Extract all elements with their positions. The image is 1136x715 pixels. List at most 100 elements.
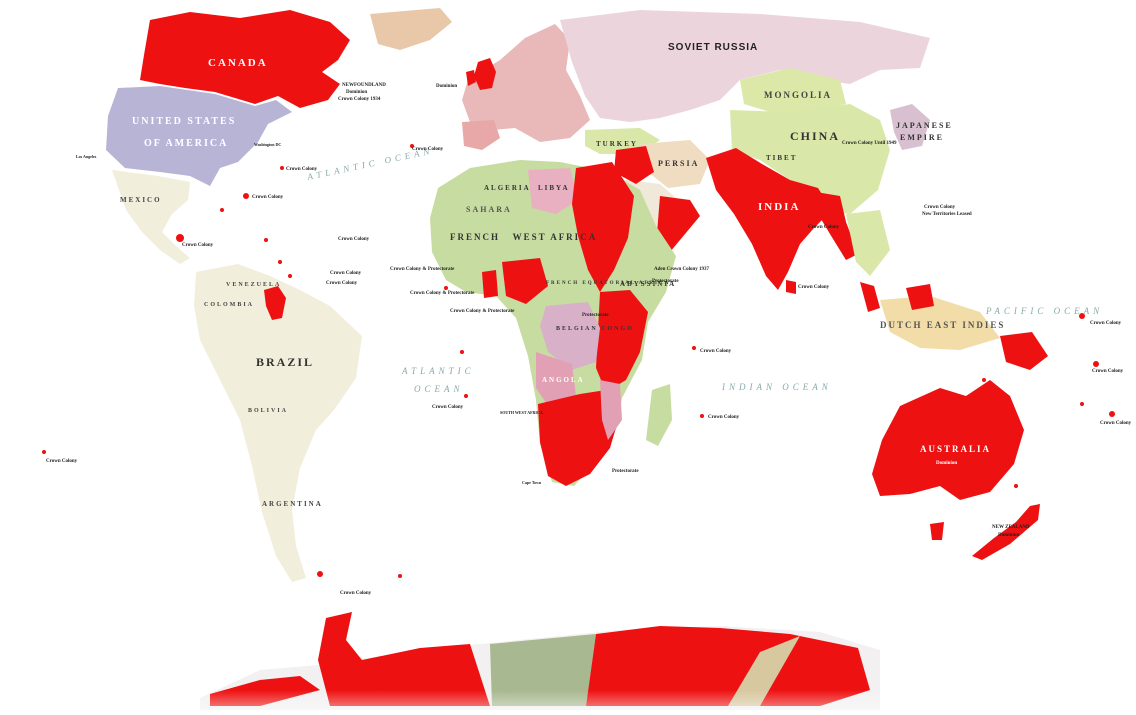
- malaya-region: [860, 282, 880, 312]
- annotation-cc-hk2: Crown Colony: [924, 205, 956, 210]
- annotation-cc-gibraltar: Crown Colony: [412, 147, 444, 152]
- greenland-region: [370, 8, 452, 50]
- annotation-los-angeles: Los Angeles: [76, 154, 97, 159]
- label-india: INDIA: [758, 201, 800, 213]
- label-brazil: BRAZIL: [256, 355, 314, 369]
- annotation-dominion-nz: Dominion: [998, 533, 1019, 538]
- annotation-ccp-sierra: Crown Colony & Protectorate: [410, 291, 475, 296]
- china-region: [730, 104, 890, 214]
- annotation-cc-pacific-s: Crown Colony: [1100, 421, 1132, 426]
- bottom-fade: [0, 690, 1136, 715]
- label-atlantic-south-1: ATLANTIC: [401, 366, 475, 376]
- label-turkey: TURKEY: [596, 140, 638, 148]
- annotation-newfoundland-1: NEWFOUNDLAND: [342, 83, 386, 88]
- label-mongolia: MONGOLIA: [764, 90, 832, 100]
- iberia-region: [462, 120, 500, 150]
- annotation-cc-pitcairn: Crown Colony: [46, 459, 78, 464]
- antarctica-british-east: [586, 626, 870, 706]
- annotation-dominion-au: Dominion: [936, 461, 957, 466]
- label-sahara: SAHARA: [466, 205, 512, 214]
- usa-region: [106, 86, 292, 186]
- ireland-region: [466, 70, 476, 86]
- island-territories: [42, 144, 1115, 578]
- mozambique-region: [600, 380, 622, 440]
- mexico-region: [112, 170, 190, 264]
- label-atlantic-south-2: OCEAN: [414, 384, 464, 394]
- annotation-cc-jamaica: Crown Colony: [182, 243, 214, 248]
- annotation-cc-hongkong: Crown Colony Until 1949: [842, 141, 897, 146]
- annotation-cc-bahamas: Crown Colony: [252, 195, 284, 200]
- label-usa-2: OF AMERICA: [144, 138, 228, 149]
- annotation-cc-mauritius: Crown Colony: [708, 415, 740, 420]
- label-japanese-empire-1: JAPANESE: [896, 121, 953, 130]
- annotation-newfoundland-3: Crown Colony 1934: [338, 97, 381, 102]
- new-zealand-region: [972, 504, 1040, 560]
- nigeria-region: [502, 258, 548, 304]
- libya-region: [528, 168, 578, 214]
- label-belgian-congo: BELGIAN CONGO: [556, 326, 634, 332]
- annotation-protectorate-kenya: Protectorate: [652, 279, 679, 284]
- annotation-cc-falklands: Crown Colony: [340, 591, 372, 596]
- south-america-region: [194, 264, 362, 582]
- gold-coast-region: [482, 270, 498, 298]
- burma-region: [816, 192, 858, 260]
- label-china: CHINA: [790, 129, 840, 143]
- east-africa-region: [596, 290, 648, 392]
- label-angola: ANGOLA: [542, 376, 585, 384]
- annotation-cc-bermuda: Crown Colony: [286, 167, 318, 172]
- annotation-nz-label: NEW ZEALAND: [992, 525, 1030, 530]
- annotation-cape-town: Cape Town: [522, 480, 542, 485]
- annotation-cc-ascension: Crown Colony: [432, 405, 464, 410]
- canada-region: [140, 10, 350, 108]
- mongolia-region: [740, 68, 846, 112]
- label-canada: CANADA: [208, 57, 268, 69]
- annotation-cc-fiji: Crown Colony: [1092, 369, 1124, 374]
- annotation-cc-seychelles: Crown Colony: [700, 349, 732, 354]
- india-region: [706, 148, 832, 290]
- indochina-region: [846, 210, 890, 276]
- tasmania-region: [930, 522, 944, 540]
- annotation-cc-guiana: Crown Colony: [326, 281, 358, 286]
- borneo-british-region: [906, 284, 934, 310]
- label-french-equatorial-africa: FRENCH EQUATORIAL AFRICA: [546, 281, 670, 286]
- annotation-ccp-gold: Crown Colony & Protectorate: [450, 309, 515, 314]
- label-argentina: ARGENTINA: [262, 500, 323, 508]
- label-soviet-russia: SOVIET RUSSIA: [668, 42, 758, 53]
- annotation-aden: Aden Crown Colony 1937: [654, 267, 710, 272]
- ceylon-region: [786, 280, 796, 294]
- annotation-sw-africa: SOUTH WEST AFRICA: [500, 410, 543, 415]
- label-indian-ocean: INDIAN OCEAN: [721, 382, 832, 392]
- antarctica-norway-sector: [490, 634, 596, 706]
- label-dutch-east-indies: DUTCH EAST INDIES: [880, 320, 1005, 330]
- label-bolivia: BOLIVIA: [248, 408, 288, 414]
- annotation-ireland: Dominion: [436, 84, 457, 89]
- annotation-cc-ceylon: Crown Colony: [798, 285, 830, 290]
- label-abyssinia: ABYSSINIA: [620, 280, 676, 288]
- southern-africa-region: [538, 390, 620, 486]
- arabia-british-region: [656, 196, 700, 252]
- label-algeria: ALGERIA: [484, 184, 531, 192]
- australia-region: [872, 380, 1024, 500]
- annotation-new-territories: New Territories Leased: [922, 212, 972, 217]
- new-guinea-british-region: [1000, 332, 1048, 370]
- japanese-empire-region: [890, 104, 930, 150]
- annotation-newfoundland-2: Dominion: [346, 90, 367, 95]
- annotation-protectorate-south: Protectorate: [612, 469, 639, 474]
- belgian-congo-region: [540, 302, 600, 370]
- annotations: NEWFOUNDLAND Dominion Crown Colony 1934 …: [46, 83, 1132, 596]
- annotation-cc-burma: Crown Colony: [808, 225, 840, 230]
- annotation-cc-caribbean: Crown Colony: [338, 237, 370, 242]
- annotation-protectorate-uganda: Protectorate: [582, 313, 609, 318]
- antarctica-france-sector: [728, 636, 800, 706]
- label-persia: PERSIA: [658, 159, 699, 168]
- iraq-region: [614, 146, 654, 184]
- label-australia: AUSTRALIA: [920, 444, 991, 454]
- label-french-west-africa: FRENCH WEST AFRICA: [450, 232, 597, 242]
- label-pacific-ocean: PACIFIC OCEAN: [985, 306, 1103, 316]
- annotation-cc-pacific: Crown Colony: [1090, 321, 1122, 326]
- annotation-ccp-gambia: Crown Colony & Protectorate: [390, 267, 455, 272]
- dutch-east-indies-region: [880, 296, 1000, 350]
- angola-region: [536, 352, 576, 406]
- label-libya: LIBYA: [538, 184, 570, 192]
- persia-region: [640, 140, 710, 188]
